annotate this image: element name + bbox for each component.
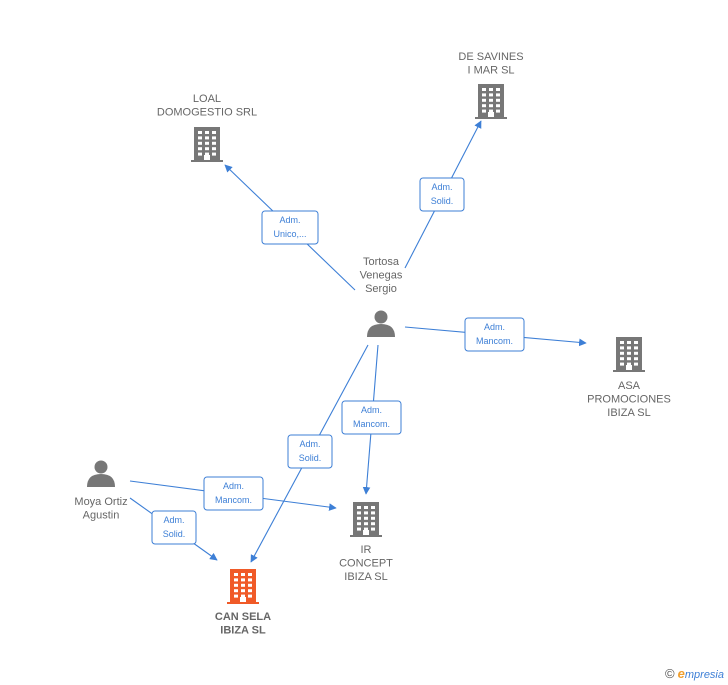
edge-label[interactable]: Adm. Mancom. xyxy=(341,400,402,435)
edge-label[interactable]: Adm. Mancom. xyxy=(203,476,264,511)
edge-moya-ir: Adm. Mancom. xyxy=(129,476,337,511)
node-label: PROMOCIONES xyxy=(587,394,671,406)
edge-moya-cansela: Adm. Solid. xyxy=(129,497,218,561)
building-icon xyxy=(350,502,382,537)
node-label: IBIZA SL xyxy=(220,625,266,637)
node-label: ASA xyxy=(618,380,641,392)
edge-label-text: Adm. xyxy=(299,439,320,449)
footer-brand: © empresia xyxy=(665,666,724,681)
brand-initial: e xyxy=(677,666,685,681)
edge-label-box xyxy=(203,476,264,511)
edge-label[interactable]: Adm. Mancom. xyxy=(464,317,525,352)
edge-label-text: Mancom. xyxy=(215,495,252,505)
edge-label-box xyxy=(341,400,402,435)
node-label: Tortosa xyxy=(363,256,400,268)
edge-label-text: Solid. xyxy=(431,196,454,206)
edge-label[interactable]: Adm. Unico,... xyxy=(261,210,319,245)
person-icon xyxy=(367,310,395,337)
edge-label[interactable]: Adm. Solid. xyxy=(151,510,197,545)
building-icon xyxy=(475,84,507,119)
node-label: Moya Ortiz xyxy=(74,496,127,508)
node-cansela[interactable]: CAN SELA IBIZA SL xyxy=(215,569,271,637)
node-label: IBIZA SL xyxy=(344,571,387,583)
edge-label-box xyxy=(287,434,333,469)
building-icon xyxy=(191,127,223,162)
edge-label-text: Adm. xyxy=(279,215,300,225)
edge-tortosa-ir: Adm. Mancom. xyxy=(341,344,402,495)
copyright-symbol: © xyxy=(664,666,675,681)
edges-layer: Adm. Unico,... Adm. Solid. Adm. Mancom. Adm. Ma… xyxy=(129,120,587,563)
edge-tortosa-cansela: Adm. Solid. xyxy=(250,344,369,563)
edge-label-text: Adm. xyxy=(361,405,382,415)
node-label: DOMOGESTIO SRL xyxy=(157,107,257,119)
edge-label-text: Adm. xyxy=(163,515,184,525)
edge-label-text: Adm. xyxy=(223,481,244,491)
edge-label-box xyxy=(151,510,197,545)
building-icon xyxy=(613,337,645,372)
building-icon xyxy=(227,569,259,604)
edge-label-text: Solid. xyxy=(299,453,322,463)
edge-label-text: Adm. xyxy=(484,322,505,332)
edge-label-text: Unico,... xyxy=(273,229,306,239)
edge-tortosa-loal: Adm. Unico,... xyxy=(224,164,356,291)
edge-tortosa-asa: Adm. Mancom. xyxy=(404,317,587,352)
edge-label[interactable]: Adm. Solid. xyxy=(287,434,333,469)
edge-label-text: Solid. xyxy=(163,529,186,539)
node-label: Agustin xyxy=(83,510,120,522)
node-label: IR xyxy=(361,544,372,556)
edge-label-text: Mancom. xyxy=(476,336,513,346)
person-icon xyxy=(87,460,115,487)
edge-tortosa-savines: Adm. Solid. xyxy=(404,120,482,269)
node-label: Venegas xyxy=(360,270,403,282)
edge-label-box xyxy=(261,210,319,245)
node-label: LOAL xyxy=(193,93,221,105)
edge-label[interactable]: Adm. Solid. xyxy=(419,177,465,212)
node-savines[interactable]: DE SAVINES I MAR SL xyxy=(458,51,524,119)
edge-label-text: Adm. xyxy=(431,182,452,192)
nodes-layer: LOAL DOMOGESTIO SRL DE SAVINES I MAR SL Tort… xyxy=(74,51,670,637)
node-label: I MAR SL xyxy=(467,65,514,77)
node-label: CONCEPT xyxy=(339,558,393,570)
node-label: IBIZA SL xyxy=(607,407,650,419)
node-label: Sergio xyxy=(365,283,397,295)
node-loal[interactable]: LOAL DOMOGESTIO SRL xyxy=(157,93,257,162)
node-label: DE SAVINES xyxy=(458,51,523,63)
edge-label-box xyxy=(464,317,525,352)
edge-label-box xyxy=(419,177,465,212)
brand-name: mpresia xyxy=(684,669,724,681)
edge-label-text: Mancom. xyxy=(353,419,390,429)
node-label: CAN SELA xyxy=(215,611,271,623)
